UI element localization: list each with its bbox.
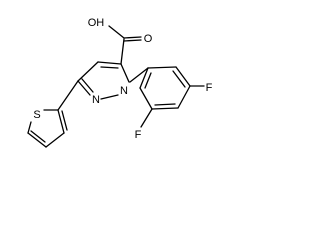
bond-c5-n1 xyxy=(120,63,130,83)
bond-c-ring xyxy=(120,38,125,65)
label-carbonyl-o: O xyxy=(144,33,153,45)
bond-ar-c2-c3-a xyxy=(175,66,191,87)
pyrazole-ring xyxy=(77,61,130,100)
bond-ar-c2-c3-b xyxy=(172,70,186,88)
bond-ar-c4-c5-b xyxy=(154,103,176,106)
bond-ar-c4-c5-a xyxy=(151,107,179,110)
bond-ar-c-f-ortho xyxy=(140,108,153,128)
bond-n1-n2 xyxy=(100,94,119,100)
difluorophenyl-ring xyxy=(129,66,205,128)
bond-c-o-double-a xyxy=(123,36,142,39)
carboxyl-group xyxy=(108,25,142,65)
bond-thio-c4-c5-b xyxy=(30,130,46,143)
bond-c4-c5-a xyxy=(97,61,122,65)
atom-labels: OH O N N S F F xyxy=(33,17,212,141)
bond-ar-c6-c1-b xyxy=(144,72,152,89)
bond-c-o-double-b xyxy=(123,39,142,42)
bond-thio-c3-c4 xyxy=(45,132,65,148)
bond-c-oh xyxy=(108,25,125,39)
bond-thio-c2-c3-a xyxy=(57,109,65,134)
label-fluoro-ortho: F xyxy=(135,129,142,141)
label-carboxyl-oh: OH xyxy=(88,17,105,29)
bond-c3-thienyl xyxy=(57,80,79,111)
bond-ar-c5-c6 xyxy=(139,87,153,110)
bond-ar-c1-c2 xyxy=(147,66,177,69)
thiophene-ring xyxy=(27,80,79,148)
label-pyrazole-n1: N xyxy=(120,85,128,97)
bond-n2-c3-b xyxy=(81,78,94,93)
bond-thio-c4-c5-a xyxy=(27,132,47,148)
bond-c4-c5-b xyxy=(100,66,119,69)
bond-n2-c3-a xyxy=(77,80,91,96)
bond-ar-c6-c1-a xyxy=(139,67,149,89)
bond-thio-c2-c3-b xyxy=(61,110,68,131)
molecule-structure: OH O N N S F F xyxy=(27,17,213,148)
label-fluoro-para: F xyxy=(206,82,213,94)
bond-ar-c3-c4 xyxy=(177,85,191,109)
bond-c3-c4 xyxy=(77,61,99,82)
bond-n1-aryl xyxy=(129,67,149,83)
bond-thio-c5-s xyxy=(27,121,32,134)
label-thiophene-s: S xyxy=(33,109,40,121)
structure-canvas: OH O N N S F F xyxy=(27,17,213,148)
label-pyrazole-n2: N xyxy=(92,94,100,106)
